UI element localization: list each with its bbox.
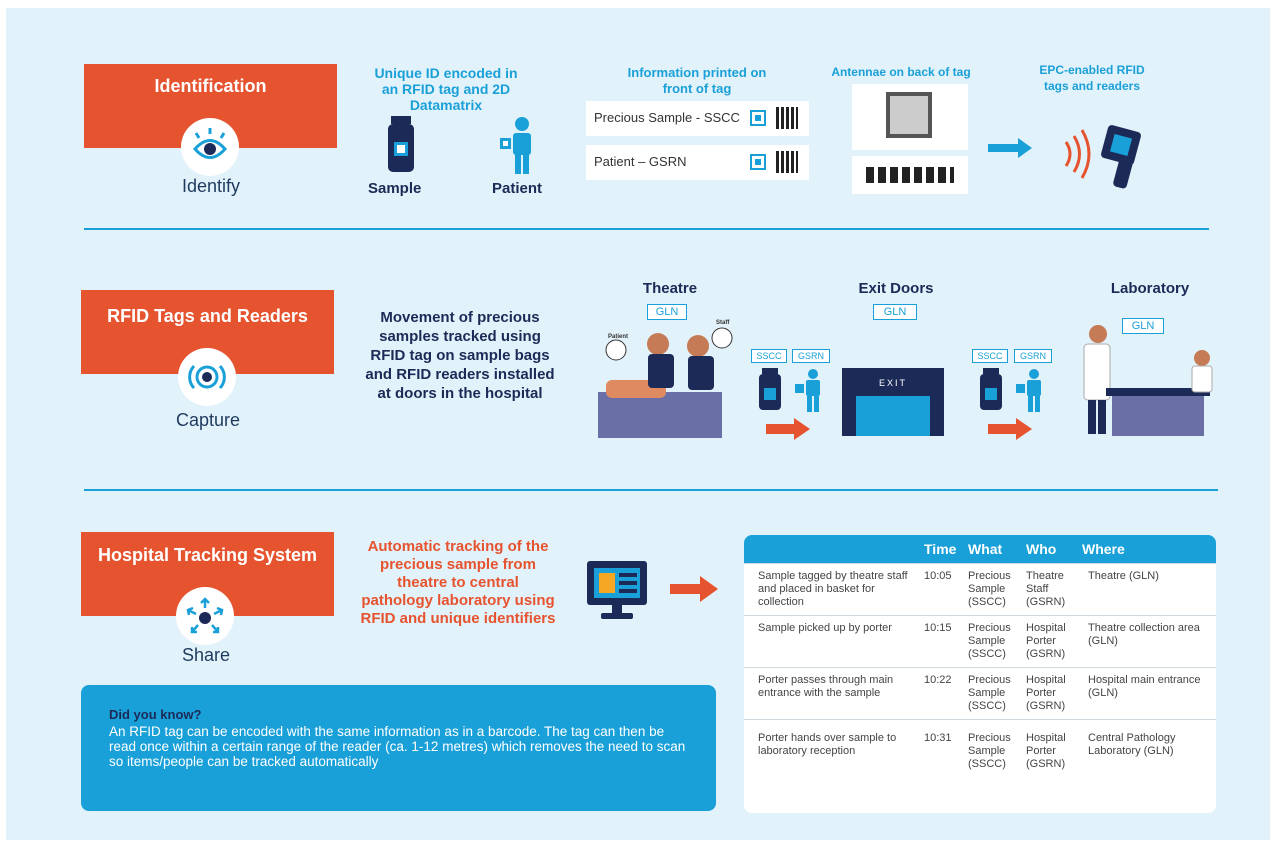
row-who: Hospital Porter (GSRN) xyxy=(1022,667,1078,720)
row-description: Porter hands over sample to laboratory r… xyxy=(744,719,920,780)
arrow-right-icon xyxy=(988,138,1032,158)
did-you-know-box: Did you know? An RFID tag can be encoded… xyxy=(81,685,716,811)
sscc-tag: SSCC xyxy=(751,349,787,363)
laboratory-illustration xyxy=(1083,325,1213,436)
sample-vial-icon xyxy=(980,368,1002,410)
banner-title: Hospital Tracking System xyxy=(97,545,318,565)
column-header: What xyxy=(964,535,1022,564)
exit-doors-title: Exit Doors xyxy=(858,280,934,297)
gsrn-tag: GSRN xyxy=(1014,349,1052,363)
column-header: Where xyxy=(1078,535,1216,564)
row-time: 10:22 xyxy=(920,667,964,720)
info-printed-title: Information printed on front of tag xyxy=(627,65,767,96)
rfid-chip-icon xyxy=(750,154,766,170)
laboratory-title: Laboratory xyxy=(1110,280,1190,297)
sscc-tag: SSCC xyxy=(972,349,1008,363)
row-time: 10:15 xyxy=(920,615,964,668)
sample-label: Sample xyxy=(368,180,422,197)
tracking-table: Time What Who Where Sample tagged by the… xyxy=(744,535,1216,813)
rfid-reader-icon xyxy=(1064,125,1141,189)
sample-vial-icon xyxy=(759,368,781,410)
patient-tag-text: Patient – GSRN xyxy=(594,154,687,169)
banner-title: RFID Tags and Readers xyxy=(107,306,308,326)
did-you-know-body: An RFID tag can be encoded with the same… xyxy=(109,724,686,769)
person-icon xyxy=(795,369,820,412)
column-header: Time xyxy=(920,535,964,564)
section-divider xyxy=(84,228,1209,230)
rfid-description: Movement of precious samples tracked usi… xyxy=(365,309,555,402)
banner-title: Identification xyxy=(154,76,267,96)
column-header xyxy=(744,535,920,564)
row-what: Precious Sample (SSCC) xyxy=(964,667,1022,720)
row-description: Porter passes through main entrance with… xyxy=(744,667,920,720)
target-icon xyxy=(178,348,236,406)
capture-caption: Capture xyxy=(175,410,241,430)
sample-tag-text: Precious Sample - SSCC xyxy=(594,110,740,125)
datamatrix-icon xyxy=(776,107,798,129)
gln-tag: GLN xyxy=(873,304,917,320)
table-row: Porter hands over sample to laboratory r… xyxy=(744,719,1216,780)
share-caption: Share xyxy=(181,645,231,665)
did-you-know-title: Did you know? xyxy=(109,707,202,722)
table-row: Sample tagged by theatre staff and place… xyxy=(744,563,1216,616)
theatre-illustration xyxy=(598,327,733,438)
row-who: Hospital Porter (GSRN) xyxy=(1022,719,1078,780)
epc-title: EPC-enabled RFID tags and readers xyxy=(1039,63,1145,93)
datamatrix-icon xyxy=(776,151,798,173)
arrow-right-icon xyxy=(670,576,718,602)
identify-caption: Identify xyxy=(181,176,241,196)
gln-tag: GLN xyxy=(647,304,687,320)
row-who: Theatre Staff (GSRN) xyxy=(1022,563,1078,616)
exit-door-illustration: EXIT xyxy=(842,368,944,436)
table-row: Porter passes through main entrance with… xyxy=(744,667,1216,720)
patient-small-label: Patient xyxy=(608,334,629,340)
theatre-title: Theatre xyxy=(642,280,698,297)
eye-icon xyxy=(181,118,239,176)
patient-label: Patient xyxy=(492,180,543,197)
gln-tag: GLN xyxy=(1122,318,1164,334)
exit-sign: EXIT xyxy=(878,378,907,388)
row-what: Precious Sample (SSCC) xyxy=(964,615,1022,668)
row-where: Hospital main entrance (GLN) xyxy=(1078,667,1216,720)
row-where: Theatre (GLN) xyxy=(1078,563,1216,616)
staff-small-label: Staff xyxy=(716,320,730,326)
tracking-description: Automatic tracking of the precious sampl… xyxy=(360,538,556,627)
sample-tag-card: Precious Sample - SSCC xyxy=(586,101,809,136)
row-what: Precious Sample (SSCC) xyxy=(964,719,1022,780)
computer-monitor-icon xyxy=(587,561,647,619)
sample-vial-icon xyxy=(388,116,414,172)
antennae-title: Antennae on back of tag xyxy=(831,65,971,79)
unique-id-title: Unique ID encoded in an RFID tag and 2D … xyxy=(374,65,518,113)
row-time: 10:31 xyxy=(920,719,964,780)
rfid-chip-icon xyxy=(750,110,766,126)
gsrn-tag: GSRN xyxy=(792,349,830,363)
row-what: Precious Sample (SSCC) xyxy=(964,563,1022,616)
person-icon xyxy=(1016,369,1041,412)
patient-icon xyxy=(500,117,531,174)
row-description: Sample tagged by theatre staff and place… xyxy=(744,563,920,616)
table-header-row: Time What Who Where xyxy=(744,535,1216,564)
antenna-strip-image xyxy=(852,156,968,194)
share-icon xyxy=(176,587,234,645)
row-where: Central Pathology Laboratory (GLN) xyxy=(1078,719,1216,780)
table-row: Sample picked up by porter 10:15 Preciou… xyxy=(744,615,1216,668)
arrow-right-icon xyxy=(766,418,810,440)
arrow-right-icon xyxy=(988,418,1032,440)
antenna-square-image xyxy=(852,84,968,150)
row-description: Sample picked up by porter xyxy=(744,615,920,668)
row-where: Theatre collection area (GLN) xyxy=(1078,615,1216,668)
patient-tag-card: Patient – GSRN xyxy=(586,145,809,180)
section-divider xyxy=(84,489,1218,491)
column-header: Who xyxy=(1022,535,1078,564)
row-who: Hospital Porter (GSRN) xyxy=(1022,615,1078,668)
row-time: 10:05 xyxy=(920,563,964,616)
